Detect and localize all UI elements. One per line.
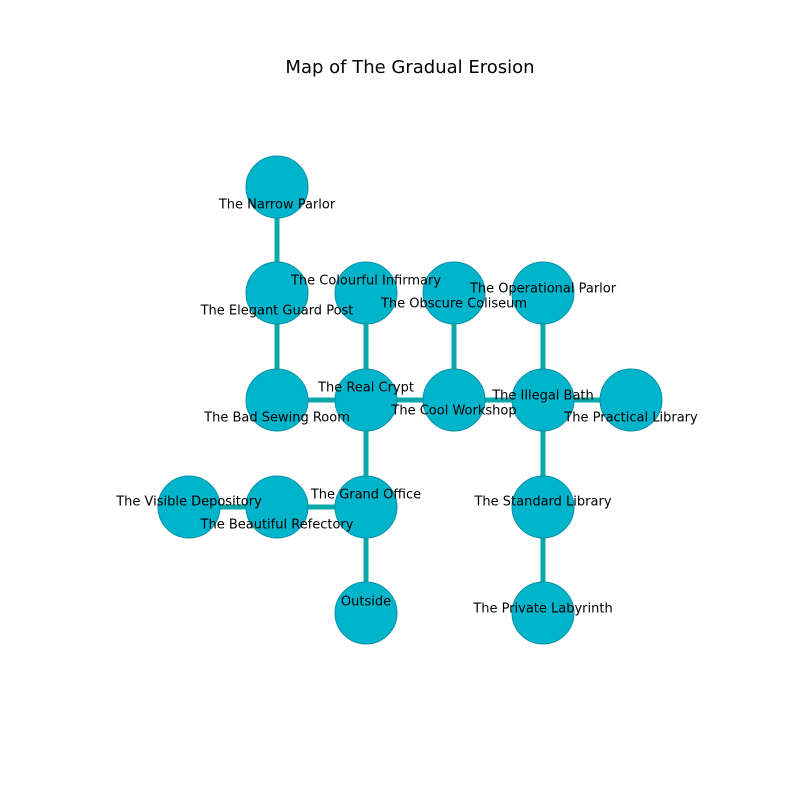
node-standard-library[interactable] <box>511 475 575 539</box>
node-narrow-parlor[interactable] <box>245 155 309 219</box>
node-label-obscure-coliseum: The Obscure Coliseum <box>380 297 527 312</box>
node-label-colourful-infirmary: The Colourful Infirmary <box>290 274 441 289</box>
node-label-visible-depository: The Visible Depository <box>115 495 262 510</box>
node-bad-sewing-room[interactable] <box>245 368 309 432</box>
node-colourful-infirmary[interactable] <box>334 261 398 325</box>
node-practical-library[interactable] <box>599 368 663 432</box>
node-label-illegal-bath: The Illegal Bath <box>491 389 594 404</box>
node-label-operational-parlor: The Operational Parlor <box>469 282 617 297</box>
node-label-practical-library: The Practical Library <box>563 411 698 426</box>
node-illegal-bath[interactable] <box>511 368 575 432</box>
node-label-elegant-guard-post: The Elegant Guard Post <box>200 304 354 319</box>
node-label-private-labyrinth: The Private Labyrinth <box>472 602 612 617</box>
node-label-narrow-parlor: The Narrow Parlor <box>218 198 336 213</box>
node-elegant-guard-post[interactable] <box>245 261 309 325</box>
node-label-real-crypt: The Real Crypt <box>317 381 414 396</box>
node-label-cool-workshop: The Cool Workshop <box>390 404 516 419</box>
node-obscure-coliseum[interactable] <box>422 261 486 325</box>
node-label-beautiful-refectory: The Beautiful Refectory <box>200 518 354 533</box>
node-operational-parlor[interactable] <box>511 261 575 325</box>
node-grand-office[interactable] <box>334 475 398 539</box>
node-real-crypt[interactable] <box>334 368 398 432</box>
diagram-title: Map of The Gradual Erosion <box>285 57 534 78</box>
node-visible-depository[interactable] <box>157 475 221 539</box>
nodes-layer <box>157 155 663 645</box>
node-label-grand-office: The Grand Office <box>310 488 421 503</box>
node-label-outside: Outside <box>341 595 391 610</box>
node-private-labyrinth[interactable] <box>511 581 575 645</box>
node-cool-workshop[interactable] <box>422 368 486 432</box>
node-label-standard-library: The Standard Library <box>473 495 611 510</box>
node-beautiful-refectory[interactable] <box>245 475 309 539</box>
node-label-bad-sewing-room: The Bad Sewing Room <box>203 411 350 426</box>
node-outside[interactable] <box>334 581 398 645</box>
